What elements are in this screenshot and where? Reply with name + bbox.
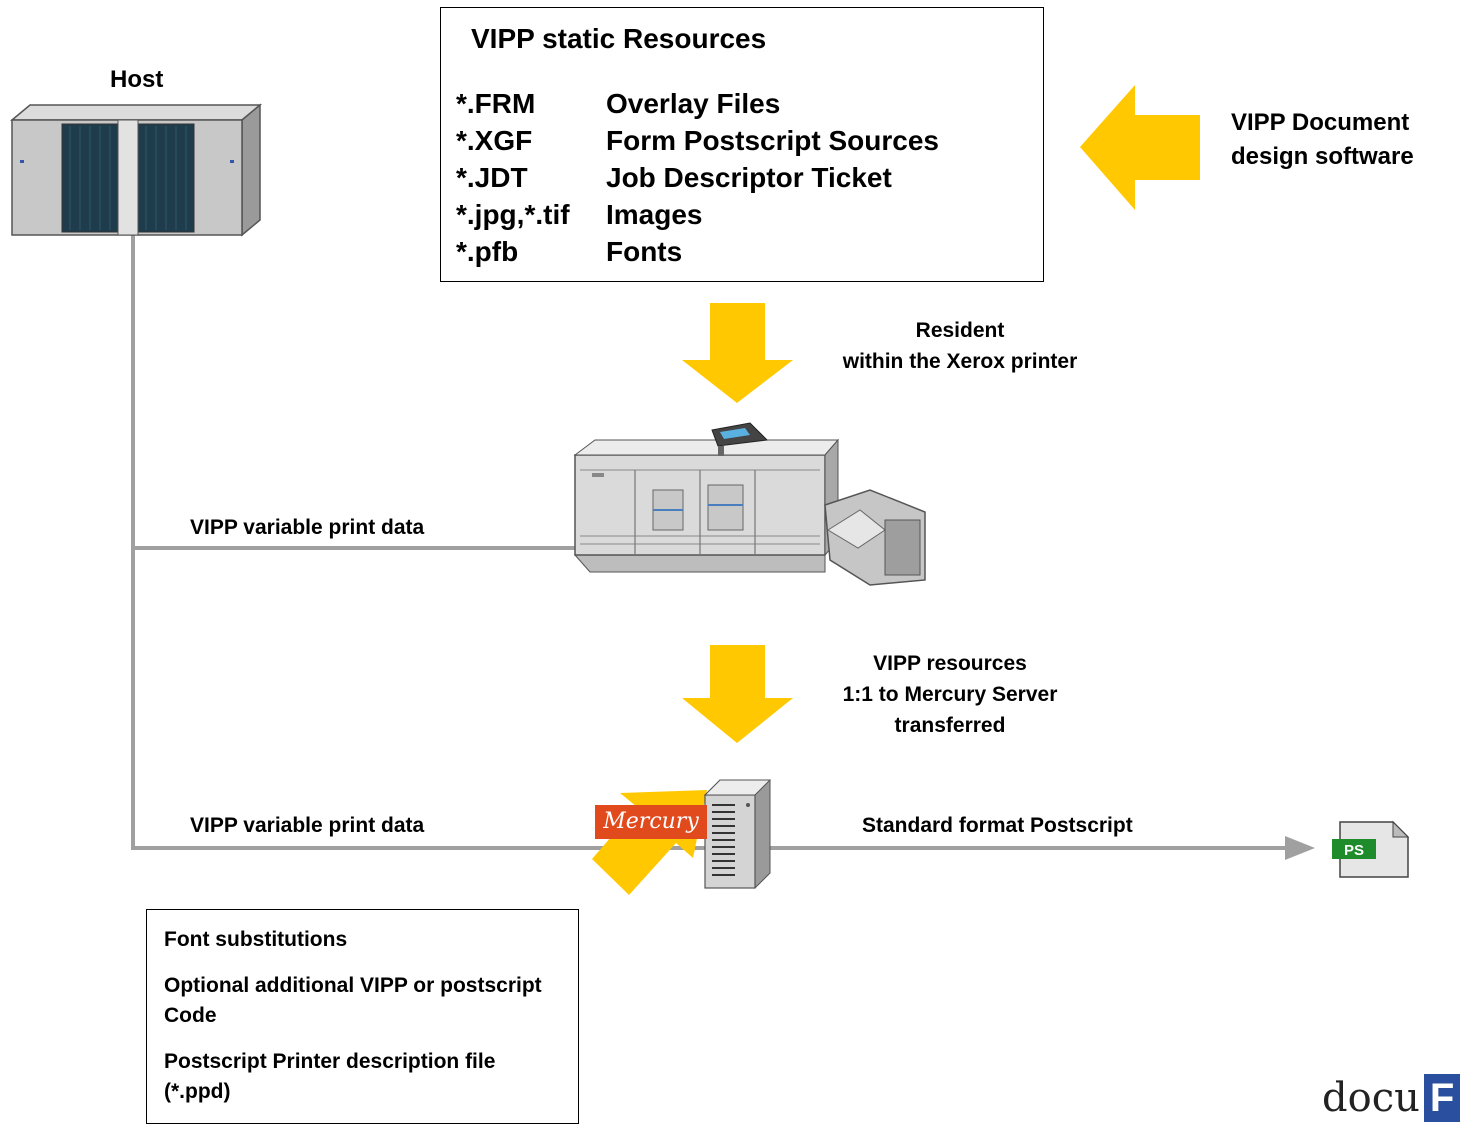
resource-extension: *.jpg,*.tif — [456, 199, 570, 230]
option-item: Optional additional VIPP or postscript C… — [164, 974, 542, 1027]
resource-row: *.pfb Fonts — [456, 236, 682, 268]
transfer-arrow — [682, 645, 793, 743]
resource-description: Fonts — [606, 236, 683, 267]
option-item: Font substitutions — [164, 928, 348, 951]
mercury-logo: Mercury — [595, 805, 707, 839]
ps-file-icon: PS — [1332, 820, 1410, 878]
ps-file-label: PS — [1344, 842, 1364, 859]
resource-row: *.JDT Job Descriptor Ticket — [456, 162, 892, 194]
options-box: Font substitutions Optional additional V… — [146, 909, 579, 1124]
host-mainframe-icon — [9, 103, 263, 237]
xerox-printer-icon — [573, 422, 926, 586]
resource-row: *.XGF Form Postscript Sources — [456, 125, 939, 157]
variable-print-data-label-mercury: VIPP variable print data — [190, 814, 425, 837]
resource-description: Form Postscript Sources — [606, 125, 939, 156]
static-resources-box: VIPP static Resources *.FRM Overlay Files… — [440, 7, 1044, 282]
resource-description: Job Descriptor Ticket — [606, 162, 892, 193]
static-resources-title: VIPP static Resources — [471, 23, 767, 54]
docu-logo-mark: F — [1423, 1074, 1461, 1122]
resource-row: *.jpg,*.tif Images — [456, 199, 703, 231]
option-item: Postscript Printer description file (*.p… — [164, 1050, 496, 1103]
resident-arrow — [682, 303, 793, 403]
mercury-server-icon — [703, 779, 772, 889]
resource-description: Overlay Files — [606, 88, 781, 119]
resident-line: Resident — [915, 319, 1005, 342]
transfer-line: transferred — [894, 714, 1006, 737]
resident-label: Resident within the Xerox printer — [800, 315, 1120, 377]
resource-extension: *.FRM — [456, 88, 536, 119]
output-format-label: Standard format Postscript — [862, 814, 1133, 837]
resource-extension: *.JDT — [456, 162, 528, 193]
host-label: Host — [110, 66, 164, 93]
transfer-line: VIPP resources — [873, 652, 1027, 675]
variable-print-data-label-printer: VIPP variable print data — [190, 516, 425, 539]
design-input-arrow — [1080, 85, 1200, 210]
transfer-line: 1:1 to Mercury Server — [842, 683, 1058, 706]
transfer-label: VIPP resources 1:1 to Mercury Server tra… — [800, 648, 1100, 741]
resource-extension: *.pfb — [456, 236, 519, 267]
output-arrow — [770, 836, 1315, 860]
resource-row: *.FRM Overlay Files — [456, 88, 780, 120]
docu-logo-text: docu — [1322, 1075, 1420, 1121]
design-software-line: design software — [1231, 143, 1414, 170]
resource-description: Images — [606, 199, 703, 230]
resource-extension: *.XGF — [456, 125, 533, 156]
design-software-line: VIPP Document — [1231, 109, 1410, 136]
design-software-label: VIPP Document design software — [1231, 106, 1414, 174]
resident-line: within the Xerox printer — [842, 350, 1078, 373]
